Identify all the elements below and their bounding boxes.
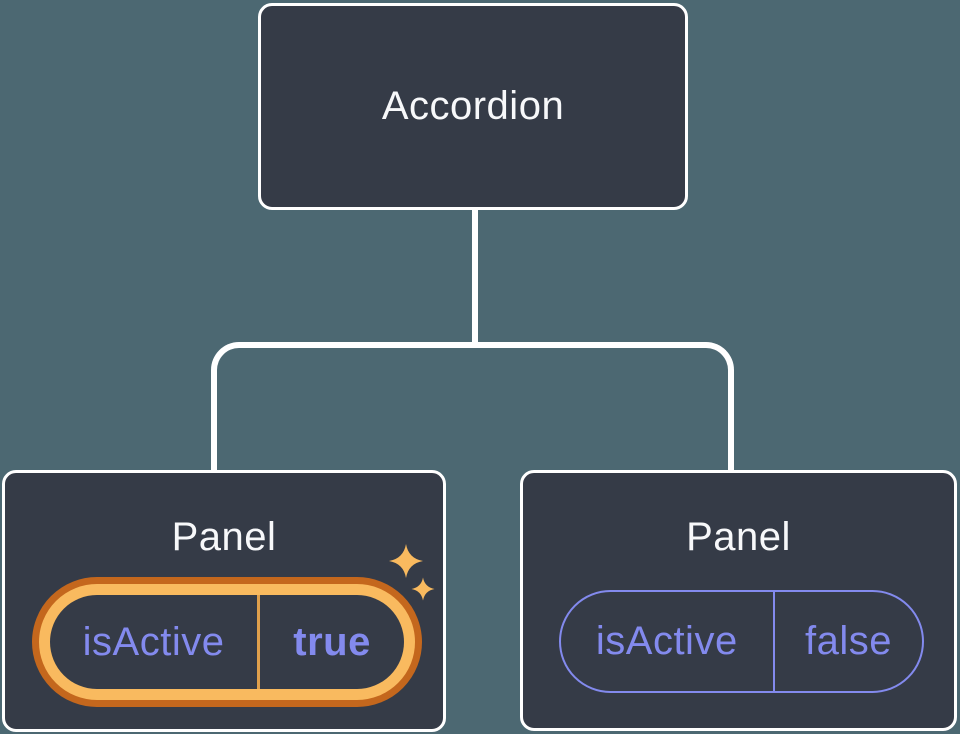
panel-node-inactive: Panel isActive false [520, 470, 957, 731]
state-pill-body: isActive true [50, 595, 404, 689]
connector-branch-line [211, 342, 734, 470]
state-value: false [805, 619, 893, 663]
state-key: isActive [82, 619, 225, 664]
state-pill-highlighted: isActive true [32, 577, 422, 707]
state-value: true [293, 619, 371, 664]
panel-node-label: Panel [171, 515, 277, 559]
state-divider [772, 592, 776, 691]
accordion-node: Accordion [258, 3, 688, 210]
state-key: isActive [595, 619, 738, 663]
state-pill: isActive false [559, 590, 924, 693]
panel-node-active: Panel isActive true [2, 470, 446, 732]
sparkles-icon [389, 544, 435, 601]
accordion-node-label: Accordion [381, 84, 565, 128]
state-divider [257, 595, 261, 689]
panel-node-label: Panel [686, 515, 791, 559]
connector-stub-line [472, 208, 478, 346]
